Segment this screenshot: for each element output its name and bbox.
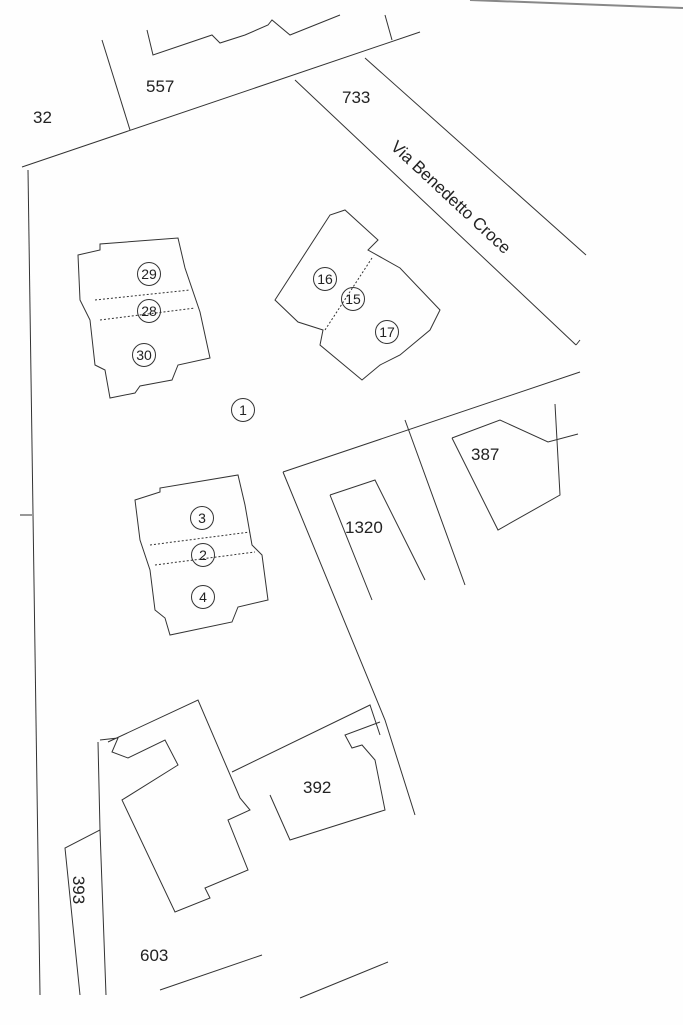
street-edge-west bbox=[294, 79, 577, 346]
boundary-557-east bbox=[384, 14, 393, 41]
subunit-15: 15 bbox=[341, 287, 365, 311]
boundary-west bbox=[27, 169, 41, 996]
building-15-17 bbox=[274, 209, 441, 381]
subunit-2: 2 bbox=[191, 543, 215, 567]
subunit-28: 28 bbox=[137, 299, 161, 323]
boundary-south-1 bbox=[159, 954, 263, 991]
parcel-label-32: 32 bbox=[33, 108, 52, 127]
boundary-387-north bbox=[282, 371, 581, 473]
boundary-387-west bbox=[404, 419, 466, 586]
building-southwest bbox=[99, 699, 251, 913]
parcel-label-1320: 1320 bbox=[345, 518, 383, 537]
building-north bbox=[146, 14, 341, 56]
building-29-30 bbox=[77, 237, 211, 399]
subunit-3: 3 bbox=[190, 506, 214, 530]
scan-edge bbox=[469, 0, 683, 9]
subunit-29: 29 bbox=[137, 262, 161, 286]
parcel-label-733: 733 bbox=[342, 88, 371, 107]
boundary-392 bbox=[231, 704, 381, 773]
parcel-label-393: 393 bbox=[69, 875, 89, 905]
building-1320 bbox=[329, 479, 426, 601]
parcel-label-387: 387 bbox=[471, 445, 500, 464]
building-3-4 bbox=[134, 474, 269, 636]
subunit-30: 30 bbox=[132, 343, 156, 367]
parcel-label-603: 603 bbox=[140, 946, 169, 965]
building-392 bbox=[269, 721, 386, 841]
subunit-1: 1 bbox=[231, 398, 255, 422]
boundary-north bbox=[21, 31, 421, 168]
parcel-label-557: 557 bbox=[146, 77, 175, 96]
subunit-16: 16 bbox=[313, 267, 337, 291]
boundary-south-lot bbox=[575, 339, 581, 346]
building-387 bbox=[451, 403, 579, 531]
street-edge-east bbox=[364, 57, 587, 256]
subunit-17: 17 bbox=[375, 320, 399, 344]
boundary-southwest bbox=[64, 741, 107, 996]
boundary-557 bbox=[101, 39, 131, 131]
boundary-south-2 bbox=[299, 961, 389, 999]
subunit-4: 4 bbox=[191, 585, 215, 609]
parcel-label-392: 392 bbox=[303, 778, 332, 797]
boundary-east-lot bbox=[282, 471, 416, 816]
